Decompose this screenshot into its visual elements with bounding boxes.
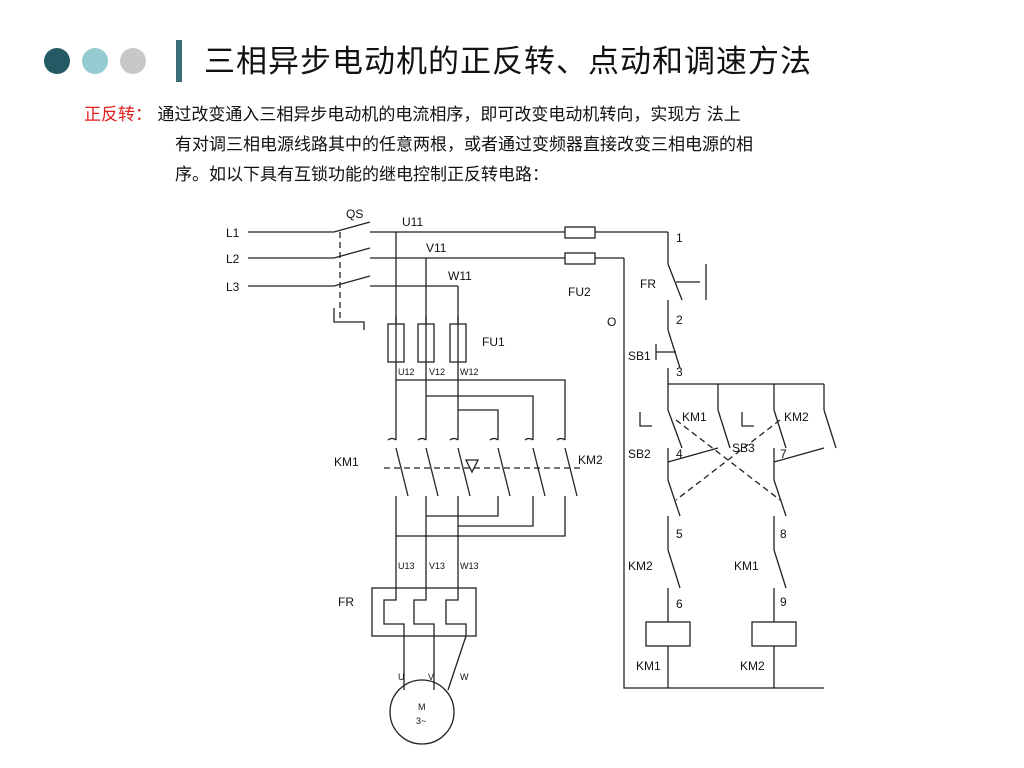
title-bullets (44, 48, 146, 74)
label-u: U (398, 672, 405, 682)
wire-number-9: 9 (780, 595, 787, 609)
label-v11: V11 (426, 241, 447, 255)
label-km2-main: KM2 (578, 453, 603, 467)
bullet-dot-2 (82, 48, 108, 74)
label-u13: U13 (398, 561, 415, 571)
label-w: W (460, 672, 469, 682)
wire-number-5: 5 (676, 527, 683, 541)
label-l2: L2 (226, 252, 240, 266)
label-sb2: SB2 (628, 447, 651, 461)
label-km2-interlock: KM2 (628, 559, 653, 573)
bullet-dot-3 (120, 48, 146, 74)
label-motor: M (418, 702, 426, 712)
paragraph-line-1: 通过改变通入三相异步电动机的电流相序，即可改变电动机转向，实现方 法上 (157, 105, 741, 125)
label-km1-main: KM1 (334, 455, 359, 469)
label-l1: L1 (226, 226, 240, 240)
label-u11: U11 (402, 215, 423, 229)
label-km1-interlock: KM1 (734, 559, 759, 573)
page-title: 三相异步电动机的正反转、点动和调速方法 (204, 44, 812, 80)
label-km1-aux: KM1 (682, 410, 707, 424)
label-v12: V12 (429, 367, 445, 377)
label-fr-main: FR (338, 595, 354, 609)
label-sb1: SB1 (628, 349, 651, 363)
wire-number-3: 3 (676, 365, 683, 379)
label-v: V (428, 672, 434, 682)
label-sb3: SB3 (732, 441, 755, 455)
label-fu2: FU2 (568, 285, 591, 299)
label-qs: QS (346, 207, 363, 221)
label-w12: W12 (460, 367, 479, 377)
wire-number-4: 4 (676, 447, 683, 461)
paragraph-line-2: 有对调三相电源线路其中的任意两根，或者通过变频器直接改变三相电源的相 (175, 135, 753, 155)
title-accent-bar (176, 40, 182, 82)
wire-number-8: 8 (780, 527, 787, 541)
label-l3: L3 (226, 280, 240, 294)
wire-number-6: 6 (676, 597, 683, 611)
label-w13: W13 (460, 561, 479, 571)
label-km2-coil: KM2 (740, 659, 765, 673)
paragraph-line-3: 序。如以下具有互锁功能的继电控制正反转电路： (175, 165, 549, 185)
label-km1-coil: KM1 (636, 659, 661, 673)
label-km2-aux: KM2 (784, 410, 809, 424)
label-o: O (607, 315, 616, 329)
label-fr-control: FR (640, 277, 656, 291)
label-w11: W11 (448, 269, 472, 283)
label-v13: V13 (429, 561, 445, 571)
wire-number-1: 1 (676, 231, 683, 245)
label-fu1: FU1 (482, 335, 505, 349)
section-label: 正反转： (84, 105, 152, 125)
body-paragraph: 正反转： 通过改变通入三相异步电动机的电流相序，即可改变电动机转向，实现方 法上… (84, 100, 984, 190)
bullet-dot-1 (44, 48, 70, 74)
label-motor-phase: 3~ (416, 716, 426, 726)
label-u12: U12 (398, 367, 415, 377)
wire-number-7: 7 (780, 447, 787, 461)
wire-number-2: 2 (676, 313, 683, 327)
